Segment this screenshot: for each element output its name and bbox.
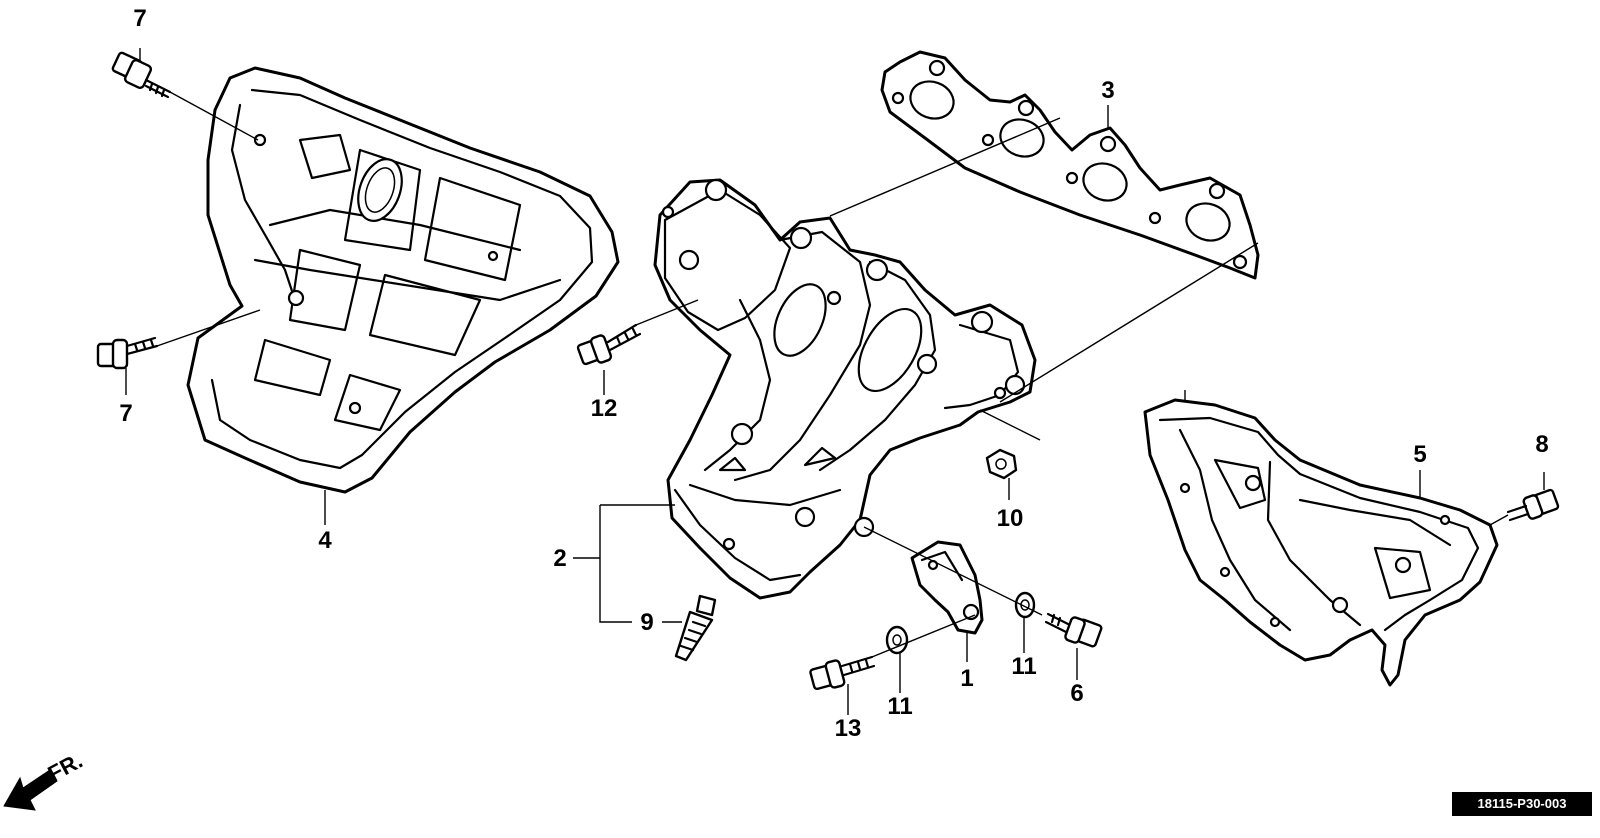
reference-code-label: 18115-P30-003 bbox=[1452, 792, 1592, 816]
exhaust-manifold bbox=[653, 178, 1037, 600]
callout-9: 9 bbox=[640, 609, 653, 636]
front-arrow-icon bbox=[3, 769, 58, 811]
bolt-8 bbox=[1506, 488, 1560, 522]
callout-13: 13 bbox=[835, 715, 862, 742]
washer-right bbox=[1014, 591, 1036, 619]
callout-12: 12 bbox=[591, 395, 618, 422]
callout-11-left: 11 bbox=[887, 693, 912, 720]
exhaust-manifold-gasket bbox=[880, 50, 1260, 280]
bolt-12 bbox=[576, 323, 642, 366]
callout-7-left: 7 bbox=[119, 400, 132, 427]
leader-lines bbox=[125, 48, 1545, 715]
bolt-13 bbox=[809, 655, 876, 691]
callout-8: 8 bbox=[1535, 431, 1548, 458]
callout-1: 1 bbox=[960, 665, 973, 692]
callout-10: 10 bbox=[997, 505, 1024, 532]
lower-heat-shield bbox=[1143, 398, 1499, 687]
bolt-7-upper bbox=[111, 51, 172, 99]
callout-2: 2 bbox=[553, 545, 566, 572]
bolt-6 bbox=[1044, 612, 1103, 648]
front-direction-marker: FR. bbox=[3, 748, 87, 811]
stud-9 bbox=[674, 594, 717, 662]
callout-4: 4 bbox=[318, 527, 332, 554]
callout-7-top: 7 bbox=[133, 5, 146, 32]
callout-6: 6 bbox=[1070, 680, 1083, 707]
callout-5: 5 bbox=[1413, 441, 1426, 468]
callout-3: 3 bbox=[1101, 77, 1114, 104]
nut-10 bbox=[985, 448, 1018, 480]
callout-11-right: 11 bbox=[1011, 653, 1036, 680]
upper-heat-shield bbox=[186, 66, 620, 494]
washer-left bbox=[885, 625, 909, 655]
bolt-7-lower bbox=[96, 336, 159, 370]
